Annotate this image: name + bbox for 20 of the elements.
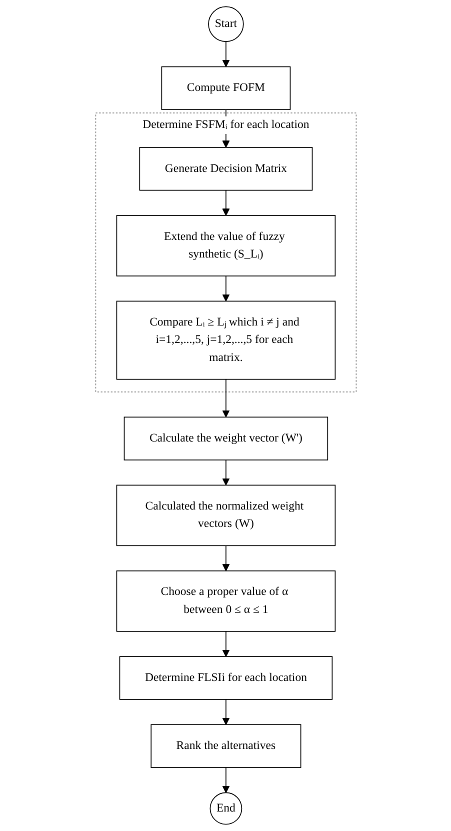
node-circle: Start (208, 6, 244, 42)
arrow (222, 545, 230, 572)
node-box: Determine FLSIi for each location (118, 656, 332, 700)
node-box: Generate Decision Matrix (138, 147, 312, 191)
arrow (222, 630, 230, 657)
node-box: Compute FOFM (160, 66, 290, 110)
arrow (222, 41, 230, 68)
arrow (222, 190, 230, 216)
node-box: Rank the alternatives (150, 724, 301, 768)
arrow (222, 767, 230, 794)
arrow (222, 378, 230, 418)
node-box: Compare Lᵢ ≥ Lⱼ which i ≠ j and i=1,2,...,5, j=1,2,...,5 for each matrix. (116, 300, 336, 380)
arrow (222, 699, 230, 725)
node-circle: End (209, 792, 242, 825)
node-box: Choose a proper value of α between 0 ≤ α ≤ 1 (116, 570, 336, 632)
arrow (222, 276, 230, 302)
node-box: Calculate the weight vector (W') (123, 416, 328, 460)
node-box: Extend the value of fuzzy synthetic (S_Lᵢ) (116, 215, 336, 276)
node-box: Calculated the normalized weight vectors (W) (116, 484, 336, 546)
arrow (222, 460, 230, 486)
